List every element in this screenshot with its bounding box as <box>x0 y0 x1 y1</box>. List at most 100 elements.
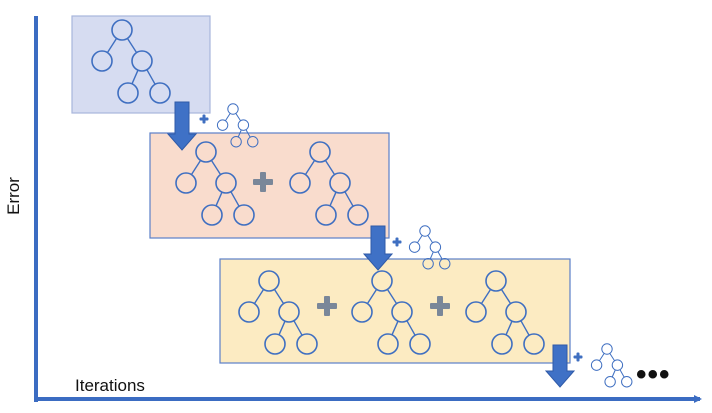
tree-node <box>309 141 331 163</box>
plus-icon <box>253 172 273 192</box>
tree-edge <box>598 353 605 362</box>
tree-node <box>238 301 260 323</box>
tree-node <box>111 19 133 41</box>
tree-edge <box>253 289 265 304</box>
tree-node <box>439 258 451 270</box>
tree-node <box>201 204 223 226</box>
tree-edge <box>391 320 399 336</box>
tree-edge <box>304 160 316 175</box>
plus-icon <box>573 352 583 362</box>
tree-edge <box>427 235 434 244</box>
tree-icon <box>408 225 451 270</box>
tree-node <box>278 301 300 323</box>
tree-icon <box>590 343 633 388</box>
plus-icon <box>430 296 450 316</box>
tree-edge <box>609 353 616 362</box>
tree-node <box>315 204 337 226</box>
tree-edge <box>366 289 378 304</box>
tree-node <box>215 172 237 194</box>
tree-edge <box>230 191 240 207</box>
tree-node <box>131 50 153 72</box>
tree-node <box>611 359 624 371</box>
tree-icon <box>351 270 431 355</box>
tree-node <box>465 301 487 323</box>
tree-icon <box>216 103 259 148</box>
tree-edge <box>106 38 118 53</box>
tree-edge <box>215 191 223 207</box>
tree-edge <box>293 320 303 336</box>
tree-node <box>408 241 421 253</box>
tree-edge <box>126 38 138 53</box>
stage-1-box <box>71 15 211 114</box>
plus-icon <box>199 114 209 124</box>
y-axis-label: Error <box>4 177 23 215</box>
tree-edge <box>237 129 242 138</box>
tree-edge <box>190 160 202 175</box>
down-arrow-icon <box>166 101 198 151</box>
tree-node <box>419 225 431 237</box>
tree-edge <box>324 160 336 175</box>
tree-edge <box>344 191 354 207</box>
tree-node <box>258 270 280 292</box>
tree-edge <box>224 113 231 122</box>
tree-node <box>505 301 527 323</box>
tree-node <box>590 359 603 371</box>
tree-node <box>377 333 399 355</box>
tree-node <box>237 119 250 131</box>
arrows-layer <box>166 101 576 388</box>
tree-edge <box>416 235 423 244</box>
tree-node <box>429 241 442 253</box>
x-axis-label: Iterations <box>75 376 145 395</box>
tree-edge <box>210 160 222 175</box>
tree-node <box>347 204 369 226</box>
tree-edge <box>235 113 242 122</box>
tree-edge <box>329 191 337 207</box>
tree-node <box>195 141 217 163</box>
tree-node <box>117 82 139 104</box>
stage-3-box <box>219 258 571 364</box>
tree-node <box>230 136 242 148</box>
tree-node <box>604 376 616 388</box>
tree-node <box>391 301 413 323</box>
tree-edge <box>611 369 616 378</box>
tree-node <box>601 343 613 355</box>
tree-node <box>523 333 545 355</box>
tree-node <box>409 333 431 355</box>
tree-edge <box>480 289 492 304</box>
tree-node <box>227 103 239 115</box>
tree-node <box>149 82 171 104</box>
continuation-ellipsis: ••• <box>636 358 671 391</box>
tree-node <box>485 270 507 292</box>
tree-node <box>371 270 393 292</box>
tree-edge <box>520 320 530 336</box>
tree-node <box>233 204 255 226</box>
tree-node <box>422 258 434 270</box>
tree-edge <box>245 129 251 138</box>
tree-node <box>264 333 286 355</box>
tree-node <box>351 301 373 323</box>
plus-icon <box>317 296 337 316</box>
tree-icon <box>175 141 255 226</box>
tree-icon <box>238 270 318 355</box>
tree-node <box>289 172 311 194</box>
tree-edge <box>500 289 512 304</box>
tree-edge <box>429 251 434 260</box>
tree-edge <box>131 69 139 85</box>
trees-layer <box>91 19 633 388</box>
tree-node <box>247 136 259 148</box>
tree-node <box>621 376 633 388</box>
tree-node <box>329 172 351 194</box>
tree-edge <box>278 320 286 336</box>
tree-icon <box>91 19 171 104</box>
tree-icon <box>289 141 369 226</box>
tree-node <box>491 333 513 355</box>
tree-edge <box>437 251 443 260</box>
plus-layer <box>199 114 583 362</box>
tree-edge <box>146 69 156 85</box>
down-arrow-icon <box>362 225 394 271</box>
tree-node <box>91 50 113 72</box>
tree-icon <box>465 270 545 355</box>
tree-edge <box>273 289 285 304</box>
tree-edge <box>386 289 398 304</box>
